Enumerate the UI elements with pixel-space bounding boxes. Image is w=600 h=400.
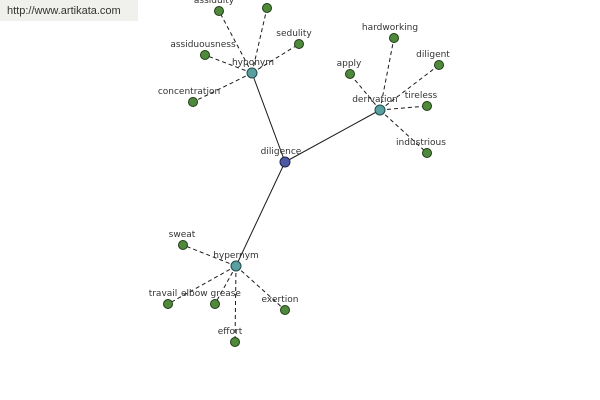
- edge-hyponym-sedulity: [251, 43, 300, 74]
- edge-hyponym-assiduousness: [204, 54, 253, 74]
- leaf-label-sweat: sweat: [169, 230, 196, 240]
- leaf-label-elbow-grease: elbow grease: [181, 289, 241, 299]
- leaf-node-unlabeled-0[interactable]: [262, 3, 272, 13]
- leaf-node-assiduity[interactable]: [214, 6, 224, 16]
- edge-hyponym-assiduity: [218, 10, 253, 74]
- hub-node-hyponym[interactable]: [246, 67, 258, 79]
- edge-hypernym-effort: [234, 265, 237, 343]
- edge-hyponym-concentration: [192, 72, 253, 103]
- edge-derivation-tireless: [379, 105, 428, 111]
- edge-center-hyponym: [251, 72, 286, 163]
- leaf-label-assiduousness: assiduousness: [170, 40, 236, 50]
- hub-label-hypernym: hypernym: [213, 251, 259, 261]
- leaf-label-assiduity: assiduity: [194, 0, 235, 6]
- leaf-label-industrious: industrious: [396, 138, 446, 148]
- leaf-node-elbow-grease[interactable]: [210, 299, 220, 309]
- leaf-node-assiduousness[interactable]: [200, 50, 210, 60]
- leaf-label-travail: travail: [149, 289, 178, 299]
- edge-derivation-industrious: [379, 109, 428, 154]
- leaf-label-exertion: exertion: [262, 295, 299, 305]
- leaf-node-sedulity[interactable]: [294, 39, 304, 49]
- leaf-label-sedulity: sedulity: [276, 29, 312, 39]
- edge-hypernym-elbow-grease: [214, 265, 237, 305]
- leaf-node-diligent[interactable]: [434, 60, 444, 70]
- center-node-diligence[interactable]: [279, 156, 291, 168]
- leaf-label-apply: apply: [337, 59, 362, 69]
- hub-node-hypernym[interactable]: [230, 260, 242, 272]
- leaf-node-industrious[interactable]: [422, 148, 432, 158]
- leaf-node-exertion[interactable]: [280, 305, 290, 315]
- edge-center-hypernym: [235, 161, 286, 267]
- leaf-node-effort[interactable]: [230, 337, 240, 347]
- center-label: diligence: [261, 147, 302, 157]
- leaf-label-hardworking: hardworking: [362, 23, 418, 33]
- edge-hypernym-exertion: [235, 265, 286, 311]
- leaf-label-tireless: tireless: [405, 91, 438, 101]
- edge-hypernym-travail: [167, 265, 237, 305]
- hub-label-hyponym: hyponym: [232, 58, 274, 68]
- leaf-node-concentration[interactable]: [188, 97, 198, 107]
- edge-center-derivation: [284, 109, 381, 163]
- edge-derivation-diligent: [379, 64, 440, 111]
- leaf-label-diligent: diligent: [416, 50, 450, 60]
- watermark-link[interactable]: http://www.artikata.com: [0, 0, 138, 21]
- leaf-label-concentration: concentration: [158, 87, 220, 97]
- leaf-node-travail[interactable]: [163, 299, 173, 309]
- edge-derivation-hardworking: [379, 37, 395, 111]
- leaf-node-tireless[interactable]: [422, 101, 432, 111]
- edge-derivation-apply: [349, 73, 381, 111]
- hub-node-derivation[interactable]: [374, 104, 386, 116]
- leaf-node-apply[interactable]: [345, 69, 355, 79]
- leaf-label-effort: effort: [218, 327, 243, 337]
- leaf-node-hardworking[interactable]: [389, 33, 399, 43]
- hub-label-derivation: derivation: [352, 95, 398, 105]
- leaf-node-sweat[interactable]: [178, 240, 188, 250]
- edge-hypernym-sweat: [182, 244, 237, 267]
